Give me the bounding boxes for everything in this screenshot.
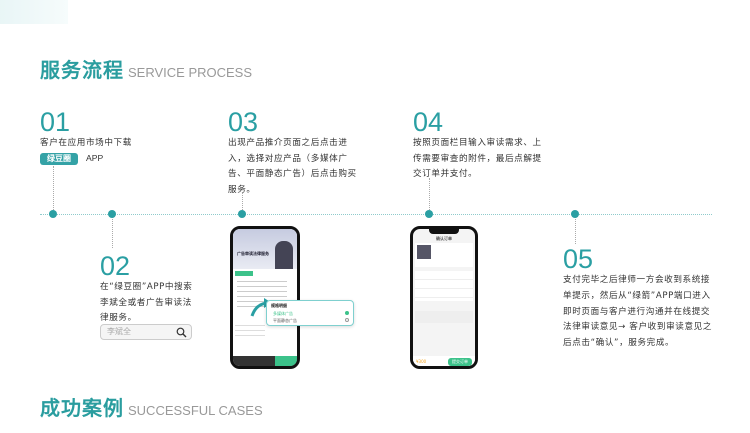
section-header-cases: 成功案例 SUCCESSFUL CASES bbox=[40, 392, 263, 421]
connector bbox=[112, 216, 113, 248]
connector bbox=[242, 193, 243, 212]
section-subtitle: SERVICE PROCESS bbox=[128, 65, 253, 80]
product-card bbox=[415, 243, 473, 267]
buy-button[interactable] bbox=[275, 356, 297, 366]
step-03: 03 出现产品推介页面之后点击进入，选择对应产品（多媒体广告、平面静态广告）后点… bbox=[228, 108, 364, 198]
step-text: 在“绿豆圈”APP中搜索李斌全或者广告审读法律服务。 bbox=[100, 282, 193, 323]
connector bbox=[53, 166, 54, 212]
order-fields bbox=[415, 271, 473, 301]
section-title: 服务流程 bbox=[40, 58, 124, 82]
option-print[interactable]: 平面静态广告 bbox=[273, 318, 297, 323]
option-multimedia[interactable]: 多媒体广告 bbox=[273, 311, 293, 316]
timeline-dot bbox=[238, 210, 246, 218]
tab-active bbox=[235, 271, 253, 276]
timeline-dot bbox=[571, 210, 579, 218]
timeline-dot bbox=[108, 210, 116, 218]
step-text: 按照页面栏目输入审读需求、上传需要审查的附件，最后点解提交订单并支付。 bbox=[413, 138, 542, 179]
search-input[interactable]: 李斌全 bbox=[100, 324, 192, 340]
app-badge: 绿豆圈 bbox=[40, 152, 78, 165]
search-icon[interactable] bbox=[176, 327, 187, 338]
step-text: 客户在应用市场中下载 bbox=[40, 138, 132, 148]
radio-selected[interactable] bbox=[345, 311, 349, 315]
step-number: 02 bbox=[100, 251, 131, 281]
order-header: 确认订单 bbox=[436, 236, 452, 241]
decorative-banner bbox=[0, 0, 68, 24]
section-header-process: 服务流程 SERVICE PROCESS bbox=[40, 54, 252, 83]
app-suffix: APP bbox=[86, 152, 104, 163]
step-01: 01 客户在应用市场中下载 绿豆圈 APP bbox=[40, 108, 200, 165]
step-02: 02 在“绿豆圈”APP中搜索李斌全或者广告审读法律服务。 bbox=[100, 252, 200, 327]
bottom-bar: ¥300 提交订单 bbox=[413, 356, 475, 366]
connector bbox=[575, 216, 576, 244]
lawyer-photo bbox=[275, 241, 293, 269]
step-text: 出现产品推介页面之后点击进入，选择对应产品（多媒体广告、平面静态广告）后点击购买… bbox=[228, 138, 357, 195]
total-price: ¥300 bbox=[416, 359, 427, 364]
submit-order-button[interactable]: 提交订单 bbox=[448, 358, 472, 366]
option-lines bbox=[235, 325, 265, 339]
upload-area[interactable] bbox=[415, 311, 473, 323]
step-number: 05 bbox=[563, 244, 594, 274]
timeline-dot bbox=[49, 210, 57, 218]
phone-notch bbox=[429, 229, 459, 234]
step-05: 05 支付完毕之后律师一方会收到系统接单提示，然后从“绿箭”APP端口进入即时页… bbox=[563, 245, 715, 352]
section-title: 成功案例 bbox=[40, 396, 124, 420]
phone-mockup-order: 确认订单 ¥300 提交订单 bbox=[410, 226, 478, 369]
step-number: 01 bbox=[40, 107, 71, 137]
step-text: 支付完毕之后律师一方会收到系统接单提示，然后从“绿箭”APP端口进入即时页面与客… bbox=[563, 275, 713, 349]
popup-title: 规格明细 bbox=[271, 303, 287, 308]
timeline-line bbox=[40, 214, 712, 215]
product-banner: 广告审读法律服务 bbox=[233, 229, 297, 269]
step-04: 04 按照页面栏目输入审读需求、上传需要审查的附件，最后点解提交订单并支付。 bbox=[413, 108, 549, 183]
step-number: 03 bbox=[228, 107, 259, 137]
banner-title: 广告审读法律服务 bbox=[237, 251, 269, 256]
timeline-dot bbox=[425, 210, 433, 218]
section-subtitle: SUCCESSFUL CASES bbox=[128, 403, 263, 418]
search-value: 李斌全 bbox=[107, 327, 131, 336]
phone-mockup-product: 广告审读法律服务 bbox=[230, 226, 300, 369]
connector bbox=[429, 178, 430, 212]
spec-popup: 规格明细 多媒体广告 平面静态广告 bbox=[266, 300, 354, 326]
bottom-bar bbox=[233, 356, 297, 366]
radio-unselected[interactable] bbox=[345, 318, 349, 322]
step-number: 04 bbox=[413, 107, 444, 137]
product-thumb bbox=[417, 245, 431, 259]
